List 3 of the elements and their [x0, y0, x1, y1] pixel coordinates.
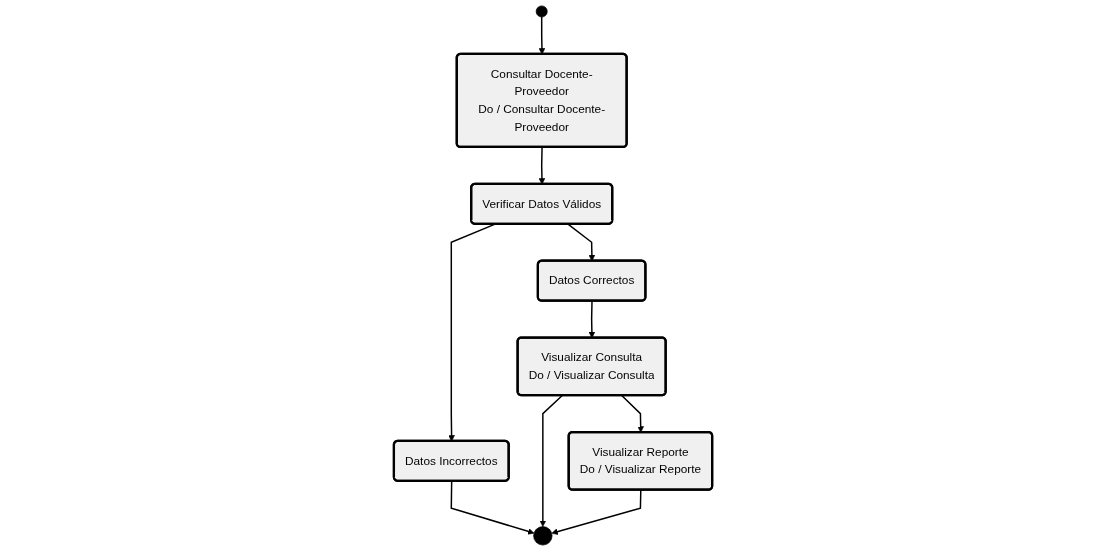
arrow	[551, 489, 642, 535]
arrow	[451, 480, 535, 535]
node-circle	[536, 5, 549, 18]
